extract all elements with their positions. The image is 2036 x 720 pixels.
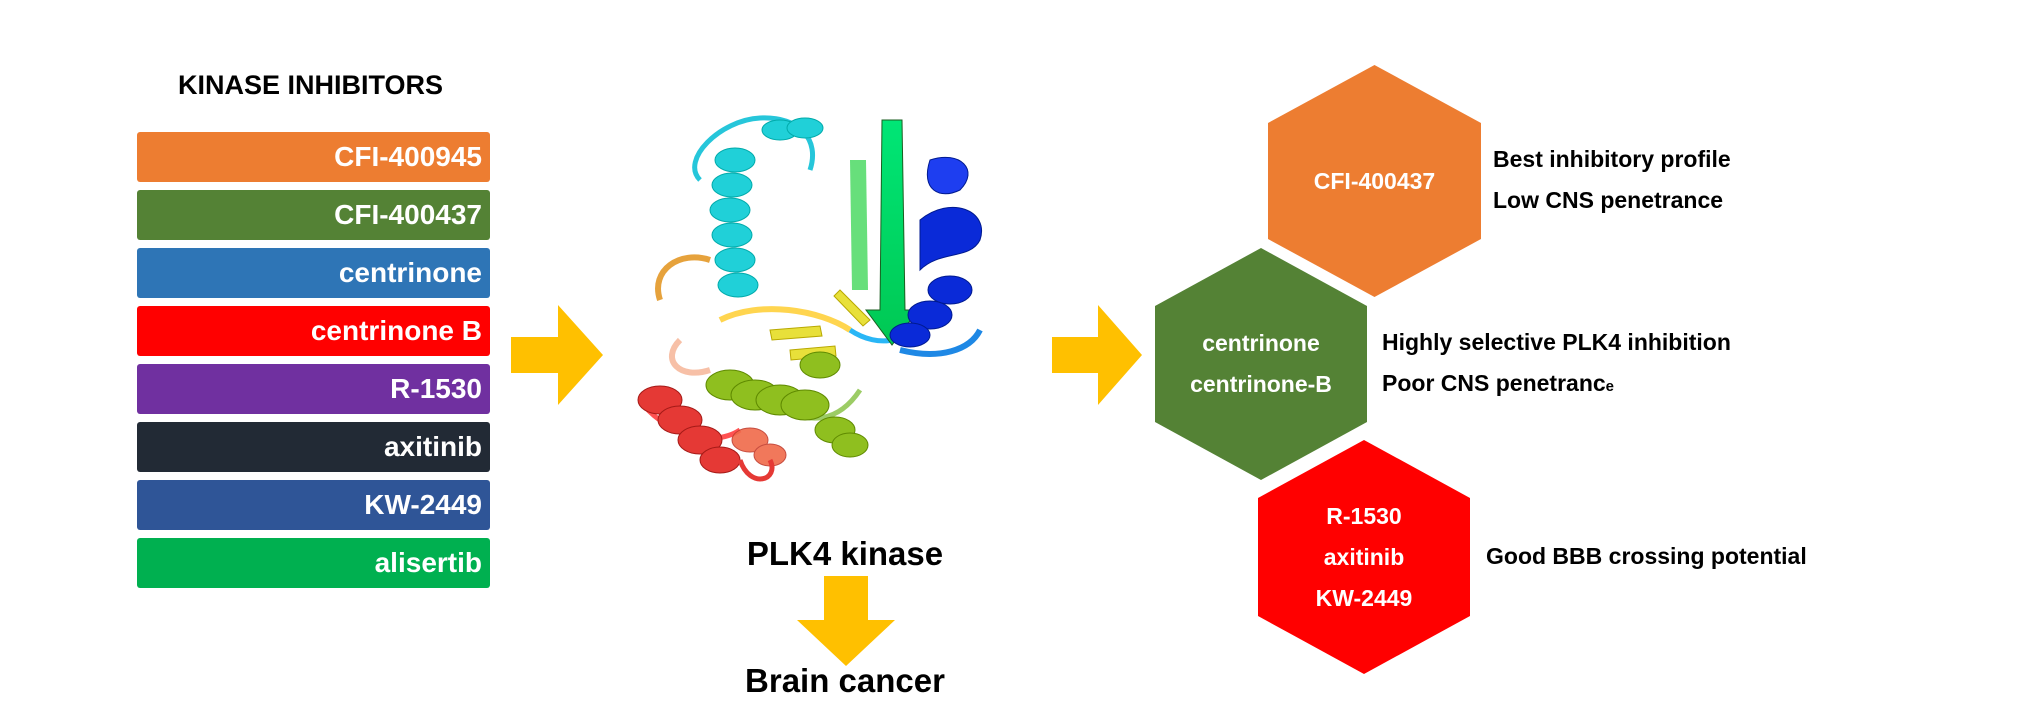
hexagon-orange-text: CFI-400437: [1268, 65, 1481, 297]
hexagon-red-description: Good BBB crossing potential: [1486, 536, 1807, 577]
hexagon-red-text: R-1530 axitinib KW-2449: [1258, 440, 1470, 674]
right-arrow-icon: [1052, 305, 1142, 405]
inhibitor-label: alisertib: [374, 547, 482, 578]
hexagon-orange: [1268, 65, 1481, 297]
hexagon-orange-description: Best inhibitory profile Low CNS penetran…: [1493, 139, 1731, 221]
hexagon-green-text: centrinone centrinone-B: [1155, 248, 1367, 480]
hexagon-red: [1258, 440, 1470, 674]
outcome-label: Brain cancer: [745, 662, 945, 699]
inhibitor-label: CFI-400437: [334, 199, 482, 230]
hexagon-line: CFI-400437: [1313, 167, 1436, 194]
right-arrow-icon: [511, 305, 603, 405]
hexagon-line: R-1530: [1326, 502, 1402, 529]
inhibitor-label: KW-2449: [364, 489, 482, 520]
inhibitor-label: centrinone: [338, 257, 482, 288]
hexagon-line: centrinone: [1202, 330, 1320, 356]
hexagon-green-description: Highly selective PLK4 inhibition Poor CN…: [1382, 322, 1731, 407]
inhibitor-bar: KW-2449: [137, 480, 490, 530]
hexagon-line: KW-2449: [1315, 584, 1413, 611]
description-line: Best inhibitory profile: [1493, 146, 1731, 172]
description-line: Highly selective PLK4 inhibition: [1382, 329, 1731, 355]
plk4-protein-structure: [637, 115, 983, 482]
description-line: Low CNS penetrance: [1493, 187, 1724, 213]
inhibitor-bar: axitinib: [137, 422, 490, 472]
hexagon-line: centrinone-B: [1190, 371, 1332, 397]
inhibitor-label: centrinone B: [310, 315, 482, 346]
description-line: Poor CNS penetrance: [1382, 370, 1614, 396]
inhibitor-bar: centrinone: [137, 248, 490, 298]
inhibitor-bar: CFI-400437: [137, 190, 490, 240]
description-line: Good BBB crossing potential: [1486, 543, 1807, 569]
hexagon-green: [1155, 248, 1367, 480]
hexagon-line: axitinib: [1323, 543, 1405, 570]
down-arrow-icon: [797, 576, 895, 666]
inhibitor-bar: CFI-400945: [137, 132, 490, 182]
inhibitors-title: KINASE INHIBITORS: [178, 70, 444, 100]
inhibitor-bar: centrinone B: [137, 306, 490, 356]
inhibitor-bar: alisertib: [137, 538, 490, 588]
inhibitor-label: R-1530: [390, 373, 482, 404]
inhibitor-bar: R-1530: [137, 364, 490, 414]
inhibitor-label: axitinib: [383, 431, 482, 462]
protein-label: PLK4 kinase: [746, 535, 944, 572]
inhibitor-label: CFI-400945: [334, 141, 482, 172]
